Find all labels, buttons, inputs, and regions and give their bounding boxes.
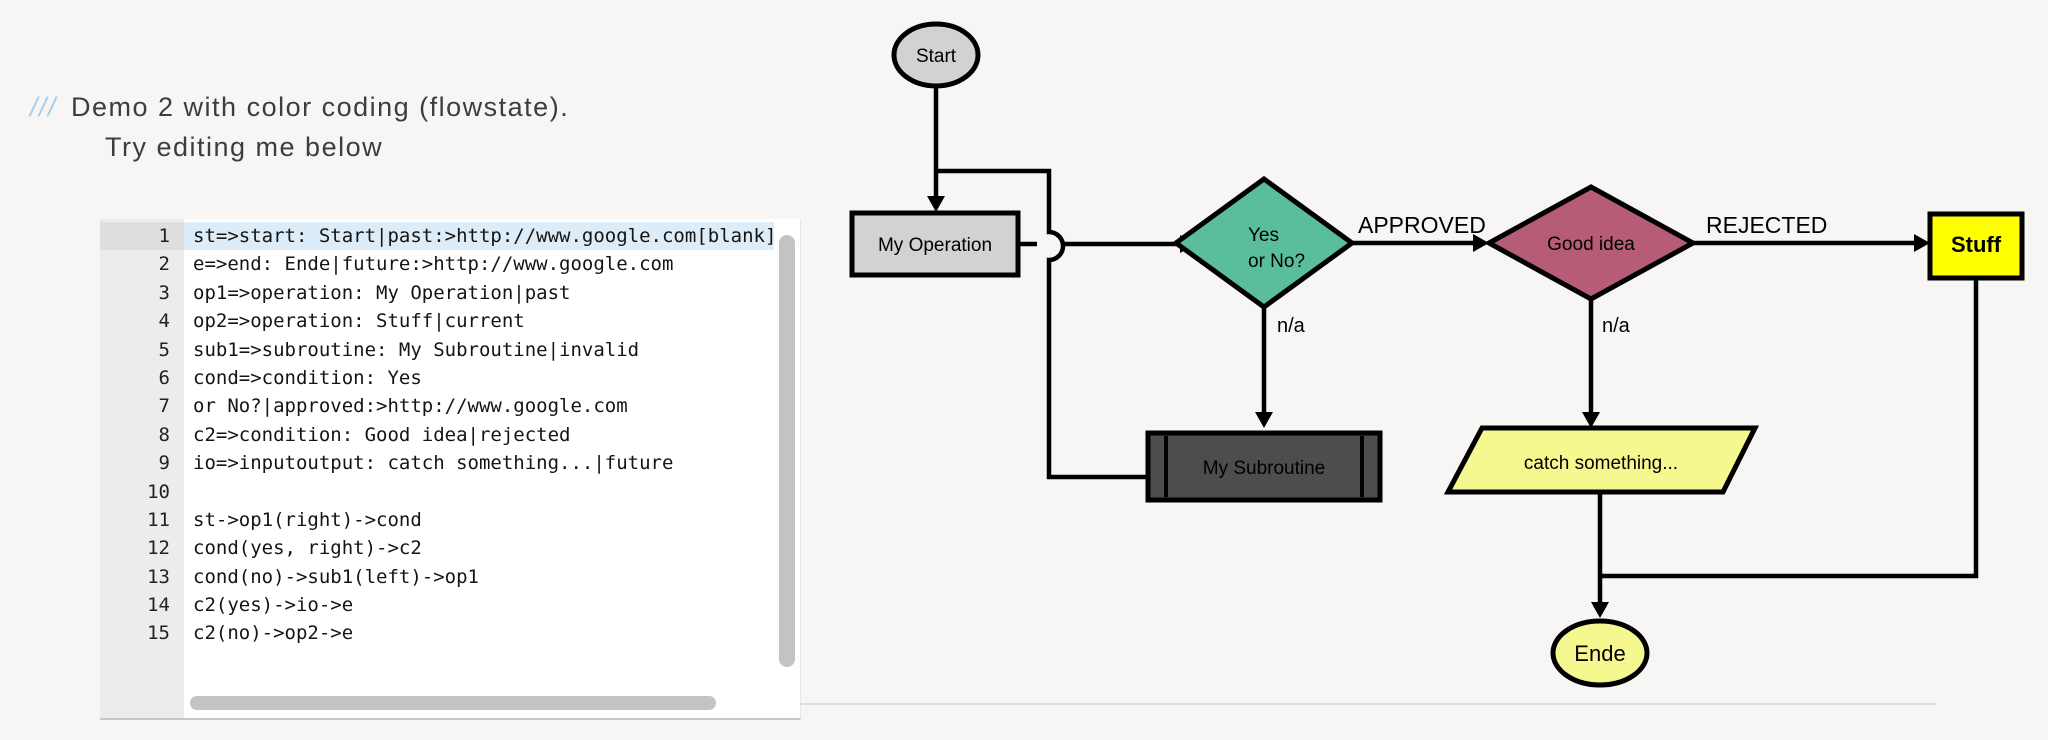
line-number: 7	[158, 395, 170, 418]
line-number: 11	[147, 508, 170, 531]
rejected-edge-label: REJECTED	[1706, 212, 1827, 238]
code-line[interactable]: 6 cond=>condition: Yes	[100, 364, 774, 392]
code-text: op1=>operation: My Operation|past	[193, 281, 571, 304]
code-line[interactable]: 13 cond(no)->sub1(left)->op1	[100, 563, 774, 591]
stuff-node-label: Stuff	[1951, 232, 2002, 257]
stuff-node	[1927, 211, 2025, 281]
flowchart-nodes: Start My Operation Yes or No? Good idea …	[849, 21, 2025, 688]
subroutine-side-bars	[1164, 436, 1364, 497]
code-text: st->op1(right)->cond	[193, 508, 422, 531]
demo-heading: /// Demo 2 with color coding (flowstate).…	[30, 88, 569, 166]
inputoutput-node-label: catch something...	[1524, 453, 1678, 474]
code-line[interactable]: 11 st->op1(right)->cond	[100, 506, 774, 534]
line-number: 1	[100, 222, 184, 251]
code-text: cond(yes, right)->c2	[193, 537, 422, 560]
page-subtitle: Try editing me below	[105, 132, 384, 162]
flowchart-edges	[927, 86, 1979, 618]
code-text	[184, 478, 193, 506]
code-line[interactable]: 8 c2=>condition: Good idea|rejected	[100, 421, 774, 449]
horizontal-scrollbar[interactable]	[190, 696, 716, 710]
code-line[interactable]: 3 op1=>operation: My Operation|past	[100, 279, 774, 307]
code-line[interactable]: 4 op2=>operation: Stuff|current	[100, 307, 774, 335]
code-text: io=>inputoutput: catch something...|futu…	[193, 452, 674, 475]
code-text: st=>start: Start|past:>http://www.google…	[184, 222, 774, 251]
line-number: 14	[147, 594, 170, 617]
page-title: Demo 2 with color coding (flowstate).	[71, 92, 570, 122]
cond1-na-label: n/a	[1277, 315, 1306, 337]
arrowhead	[1914, 234, 1930, 252]
inputoutput-node	[1443, 425, 1760, 495]
condition1-node[interactable]	[1171, 175, 1357, 311]
line-number-gutter	[100, 219, 184, 718]
condition1-label-line1: Yes	[1248, 225, 1279, 246]
code-text: sub1=>subroutine: My Subroutine|invalid	[193, 338, 640, 361]
code-line[interactable]: 5 sub1=>subroutine: My Subroutine|invalid	[100, 336, 774, 364]
code-line[interactable]: 12 cond(yes, right)->c2	[100, 534, 774, 562]
arrowhead	[1473, 234, 1489, 252]
edge-stuff-to-end	[1600, 278, 1979, 579]
condition2-node[interactable]	[1483, 184, 1699, 302]
code-text: cond(no)->sub1(left)->op1	[193, 565, 479, 588]
code-line[interactable]: 9 io=>inputoutput: catch something...|fut…	[100, 449, 774, 477]
section-divider	[100, 703, 1936, 705]
code-text: or No?|approved:>http://www.google.com	[193, 395, 628, 418]
comment-slashes: ///	[30, 92, 58, 122]
line-number: 13	[147, 565, 170, 588]
line-number: 6	[158, 366, 170, 389]
code-line[interactable]: 10	[100, 478, 774, 506]
operation-node	[849, 210, 1021, 278]
arrowhead	[927, 196, 945, 212]
approved-edge-label: APPROVED	[1358, 212, 1486, 238]
line-number: 8	[158, 423, 170, 446]
end-node[interactable]	[1550, 618, 1650, 688]
condition1-label-line2: or No?	[1248, 251, 1305, 272]
line-number: 10	[147, 480, 170, 503]
code-text: e=>end: Ende|future:>http://www.google.c…	[193, 253, 674, 276]
vertical-scrollbar[interactable]	[779, 235, 795, 667]
line-number: 12	[147, 537, 170, 560]
arrowhead	[1591, 602, 1609, 618]
subroutine-node	[1145, 430, 1383, 503]
line-number: 4	[158, 310, 170, 333]
code-text: c2(no)->op2->e	[193, 622, 354, 645]
line-number: 15	[147, 622, 170, 645]
code-line[interactable]: 7 or No?|approved:>http://www.google.com	[100, 392, 774, 420]
heading-line1: /// Demo 2 with color coding (flowstate).	[30, 88, 569, 126]
arrowhead	[1255, 412, 1273, 428]
operation-node-label: My Operation	[878, 235, 992, 256]
arrowhead	[1582, 412, 1600, 428]
code-line[interactable]: 15 c2(no)->op2->e	[100, 619, 774, 647]
end-node-label: Ende	[1574, 641, 1625, 666]
line-number: 5	[158, 338, 170, 361]
code-line[interactable]: 14 c2(yes)->io->e	[100, 591, 774, 619]
code-text: c2(yes)->io->e	[193, 594, 354, 617]
line-number: 3	[158, 281, 170, 304]
start-node[interactable]	[891, 21, 981, 89]
cond2-na-label: n/a	[1602, 315, 1631, 337]
subroutine-node-label: My Subroutine	[1203, 458, 1326, 479]
code-line[interactable]: 2 e=>end: Ende|future:>http://www.google.…	[100, 250, 774, 278]
flowchart-edge-labels: APPROVED REJECTED n/a n/a	[1277, 212, 1827, 337]
code-text: op2=>operation: Stuff|current	[193, 310, 525, 333]
condition2-label: Good idea	[1547, 234, 1635, 255]
line-number: 2	[158, 253, 170, 276]
code-text: c2=>condition: Good idea|rejected	[193, 423, 571, 446]
line-number: 9	[158, 452, 170, 475]
start-node-label: Start	[916, 46, 957, 67]
code-text: cond=>condition: Yes	[193, 366, 422, 389]
